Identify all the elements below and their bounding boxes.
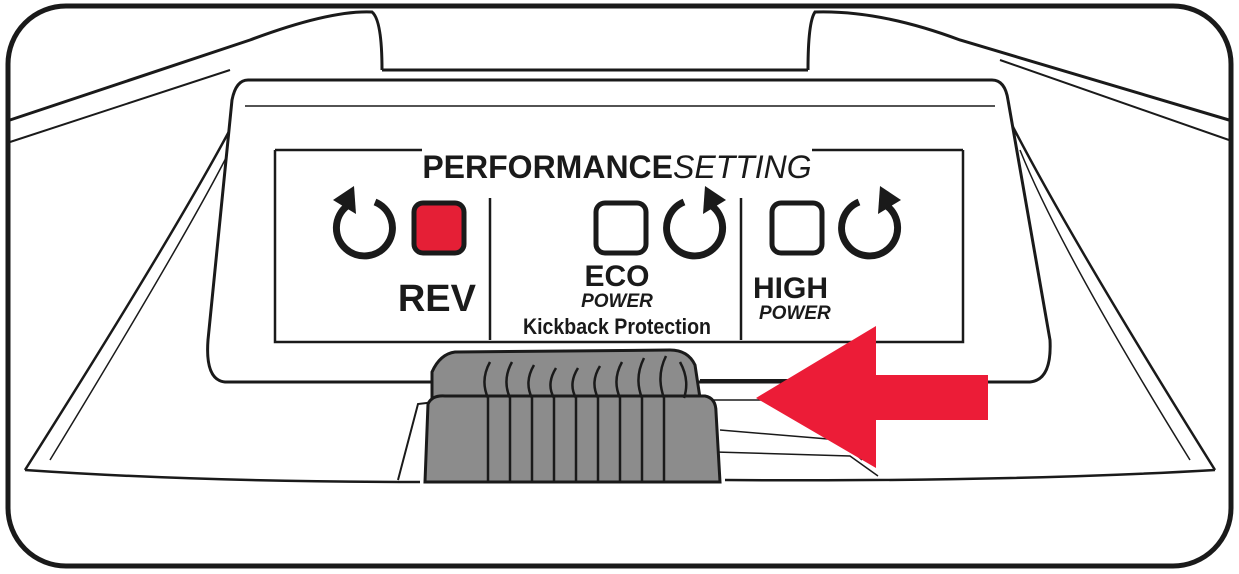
high-label: HIGH [753,272,828,305]
tool-body-outline [9,10,1230,484]
panel-title-bold: PERFORMANCE [422,149,673,185]
panel-title-italic: SETTING [673,149,812,185]
left-arrow-icon [756,326,988,468]
panel-title: PERFORMANCESETTING [422,149,811,185]
slider-knob[interactable] [423,348,722,484]
mode-eco: ECO POWER Kickback Protection [523,186,727,339]
eco-indicator [593,200,649,256]
eco-sublabel: POWER [581,291,653,312]
mode-high: HIGH POWER [753,186,902,324]
mode-rev: REV [332,186,477,320]
rev-indicator [411,200,467,256]
clockwise-arrow-icon [838,198,902,260]
rev-label: REV [398,278,477,320]
clockwise-arrow-icon [663,198,727,260]
performance-panel: PERFORMANCESETTING [273,148,965,344]
high-indicator [769,200,825,256]
eco-note: Kickback Protection [523,314,711,339]
eco-label: ECO [584,260,649,293]
counterclockwise-arrow-icon [332,198,396,260]
high-sublabel: POWER [759,303,831,324]
